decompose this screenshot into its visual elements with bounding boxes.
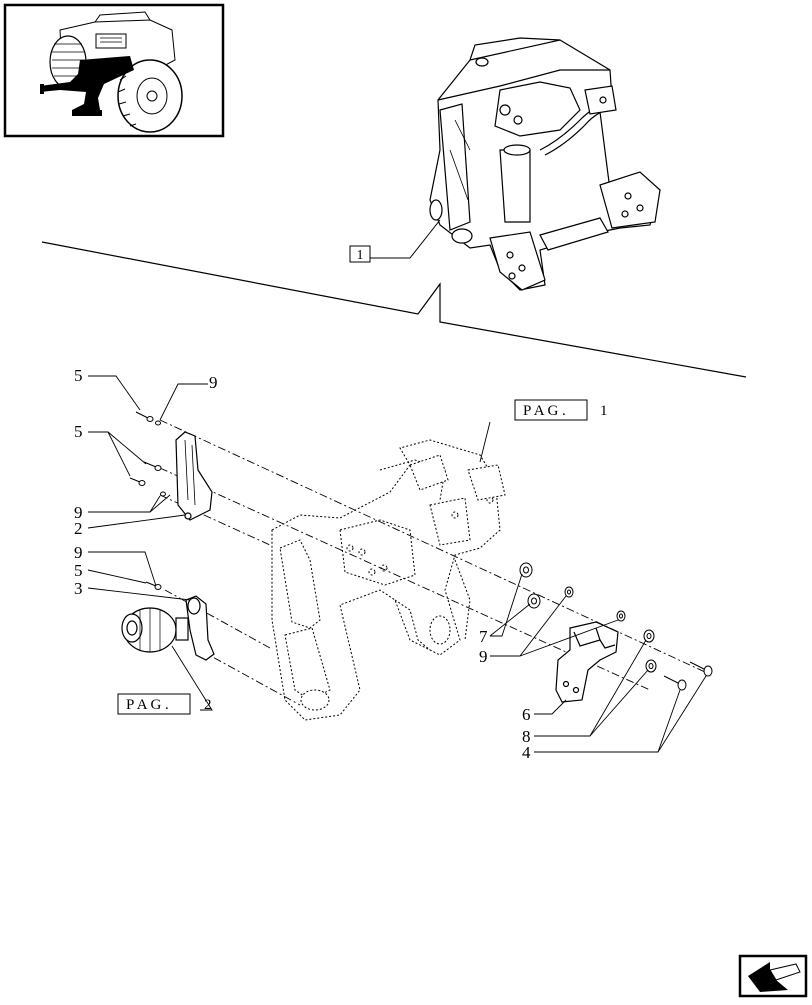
- front-hitch-assembly-overview: [429, 37, 661, 291]
- callout-5: 5: [74, 366, 83, 385]
- upper-mounting-bracket: [175, 431, 213, 521]
- page-reference-1[interactable]: P A G . 1: [514, 399, 608, 421]
- callout-4: 4: [522, 743, 531, 762]
- accumulator-sphere: [121, 607, 189, 653]
- callout-9: 9: [479, 647, 488, 666]
- callout-6: 6: [522, 705, 531, 724]
- callout-9: 9: [74, 503, 83, 522]
- front-hitch-frame-dashed: [271, 439, 506, 721]
- right-mounting-bracket: [555, 621, 619, 703]
- page-reference-label: P A G .: [126, 697, 169, 713]
- overview-reference-callout: 1: [349, 219, 441, 263]
- lower-clamp-bracket: [185, 595, 215, 661]
- tractor-front-hitch-thumbnail-icon[interactable]: [3, 3, 225, 138]
- callout-leaders: [87, 375, 707, 753]
- callout-5: 5: [74, 561, 83, 580]
- page-reference-number: 1: [600, 403, 608, 419]
- callout-3: 3: [74, 579, 83, 598]
- callout-5: 5: [74, 422, 83, 441]
- callout-7: 7: [479, 627, 488, 646]
- section-break-line: [41, 241, 747, 378]
- bolts-and-washers: [129, 411, 713, 691]
- callout-9: 9: [74, 543, 83, 562]
- next-page-arrow-icon[interactable]: [738, 954, 808, 998]
- overview-ref-label: 1: [357, 248, 364, 263]
- callout-8: 8: [522, 727, 531, 746]
- page-reference-label: P A G .: [523, 403, 566, 419]
- page-reference-number: 2: [204, 697, 212, 713]
- callout-numbers: 5 9 5 9 2 9 5 3 7 9 6 8 4: [74, 366, 531, 762]
- callout-9: 9: [209, 373, 218, 392]
- page-reference-2[interactable]: P A G . 2: [117, 693, 212, 715]
- callout-2: 2: [74, 519, 83, 538]
